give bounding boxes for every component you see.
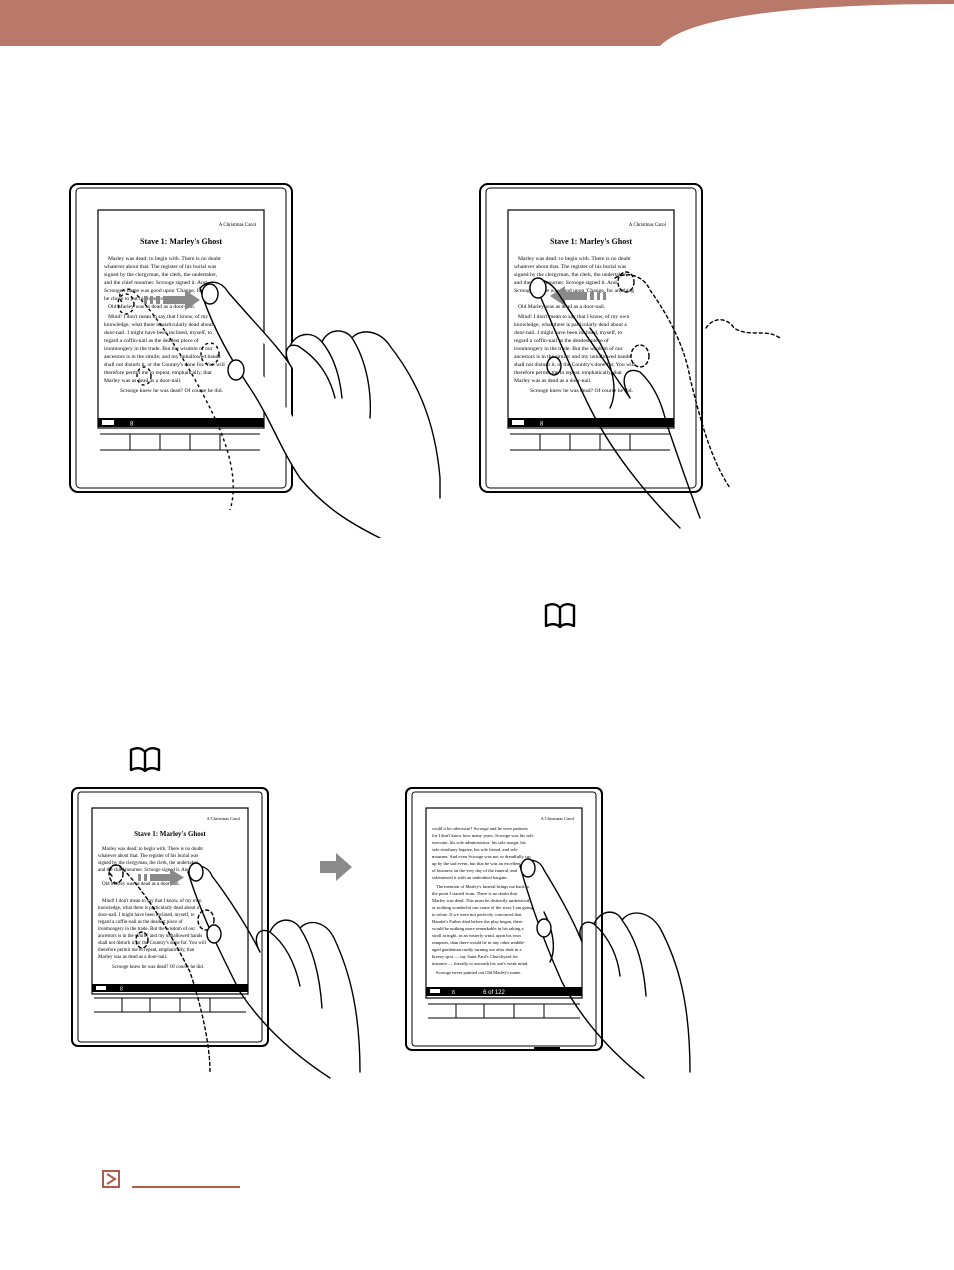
text-line: shall not disturb it, or the Country's d… xyxy=(98,941,207,946)
text-line: ancestors is in the simile; and my unhal… xyxy=(104,354,221,360)
text-line: solemnised it with an undoubted bargain. xyxy=(432,875,508,880)
text-line: regard a coffin-nail as the deadest piec… xyxy=(514,337,609,344)
text-line: Marley was dead: to begin with. There is… xyxy=(518,256,631,262)
text-line: Old Marley was as dead as a door-nail. xyxy=(518,304,606,310)
book-title: A Christmas Carol xyxy=(541,816,575,821)
text-line: and the chief mourner. Scrooge signed it… xyxy=(104,279,207,286)
text-line: ancestors is in the simile; and my unhal… xyxy=(514,354,631,360)
chapter-title: Stave 1: Marley's Ghost xyxy=(140,237,222,246)
text-line: or nothing wonderful can come of the sto… xyxy=(432,905,533,910)
text-line: Mind! I don't mean to say that I know, o… xyxy=(108,313,219,320)
reader-figure-swipe-back: A Christmas Carol Stave 1: Marley's Ghos… xyxy=(470,178,800,538)
transition-arrow-icon xyxy=(318,852,354,882)
text-line: for I don't know how many years. Scrooge… xyxy=(432,833,534,838)
text-line: door-nail. I might have been inclined, m… xyxy=(104,329,212,336)
book-title: A Christmas Carol xyxy=(207,816,241,821)
book-title: A Christmas Carol xyxy=(629,223,667,228)
text-line: Scrooge never painted out Old Marley's n… xyxy=(436,970,521,975)
text-line: ironmongery in the trade. But the wisdom… xyxy=(98,927,195,932)
book-title: A Christmas Carol xyxy=(219,223,257,228)
text-line: ironmongery in the trade. But the wisdom… xyxy=(104,345,213,352)
text-line: and the chief mourner. Scrooge signed it… xyxy=(514,279,617,286)
page-indicator: 6 of 122 xyxy=(483,990,505,996)
text-line: Mind! I don't mean to say that I know, o… xyxy=(102,899,202,904)
chapter-title: Stave 1: Marley's Ghost xyxy=(134,830,206,838)
reader-figure-after-turn: A Christmas Carol could it be otherwise?… xyxy=(394,782,734,1082)
text-line: Marley was as dead as a door-nail. xyxy=(104,378,182,384)
text-line: mourner. And even Scrooge was not so dre… xyxy=(432,854,531,859)
text-line: the point I started from. There is no do… xyxy=(432,891,518,896)
text-line: would be nothing more remarkable in his … xyxy=(432,926,524,931)
text-line: Scrooge knew he was dead? Of course he d… xyxy=(120,387,224,394)
text-line: regard a coffin-nail as the deadest piec… xyxy=(104,337,199,344)
next-link-underline[interactable] xyxy=(132,1186,240,1188)
text-line: to relate. If we were not perfectly conv… xyxy=(432,912,522,917)
text-line: The mention of Marley's funeral brings m… xyxy=(436,884,530,889)
text-line: Scrooge knew he was dead? Of course he d… xyxy=(112,965,204,970)
text-line: could it be otherwise? Scrooge and he we… xyxy=(432,826,528,831)
chapter-title: Stave 1: Marley's Ghost xyxy=(550,237,632,246)
text-line: ironmongery in the trade. But the wisdom… xyxy=(514,345,623,352)
text-line: whatever about that. The register of his… xyxy=(98,854,198,859)
text-line: signed by the clergyman, the clerk, the … xyxy=(514,272,628,278)
text-line: Marley was as dead as a door-nail. xyxy=(98,955,167,960)
status-page: 8 xyxy=(452,990,455,996)
page-text: Marley was dead: to begin with. There is… xyxy=(104,256,225,394)
next-page-link[interactable] xyxy=(102,1170,240,1188)
header-band xyxy=(0,0,954,50)
text-line: door-nail. I might have been inclined, m… xyxy=(98,913,195,918)
text-line: aged gentleman rashly turning out after … xyxy=(432,947,522,952)
reader-figure-before-turn: A Christmas Carol Stave 1: Marley's Ghos… xyxy=(60,782,380,1082)
text-line: knowledge, what there is particularly de… xyxy=(514,322,627,328)
text-line: Marley was as dead as a door-nail. xyxy=(514,378,592,384)
text-line: knowledge, what there is particularly de… xyxy=(98,906,200,911)
text-line: door-nail. I might have been inclined, m… xyxy=(514,329,622,336)
text-line: therefore permit me to repeat, emphatica… xyxy=(514,369,622,376)
text-line: instance — literally to astonish his son… xyxy=(432,961,528,966)
next-arrow-icon[interactable] xyxy=(102,1170,120,1188)
text-line: ancestors is in the simile; and my unhal… xyxy=(98,934,202,939)
text-line: Old Marley was as dead as a door-nail. xyxy=(108,304,196,310)
text-line: breezy spot — say Saint Paul's Churchyar… xyxy=(432,954,518,959)
text-line: Marley was dead: to begin with. There is… xyxy=(102,847,203,852)
text-line: and the chief mourner. Scrooge signed it… xyxy=(98,868,190,873)
text-line: Marley was dead: to begin with. There is… xyxy=(108,256,221,262)
text-line: therefore permit me to repeat, emphatica… xyxy=(104,369,212,376)
reader-figure-swipe-forward: A Christmas Carol Stave 1: Marley's Ghos… xyxy=(60,178,460,538)
text-line: shall not disturb it, or the Country's d… xyxy=(514,361,635,368)
text-line: therefore permit me to repeat, emphatica… xyxy=(98,948,195,953)
text-line: signed by the clergyman, the clerk, the … xyxy=(104,272,218,278)
text-line: whatever about that. The register of his… xyxy=(104,263,216,270)
text-line: regard a coffin-nail as the deadest piec… xyxy=(98,920,183,925)
status-page: 8 xyxy=(120,987,123,993)
book-icon xyxy=(128,746,162,772)
text-line: whatever about that. The register of his… xyxy=(514,263,626,270)
book-icon xyxy=(543,602,577,628)
